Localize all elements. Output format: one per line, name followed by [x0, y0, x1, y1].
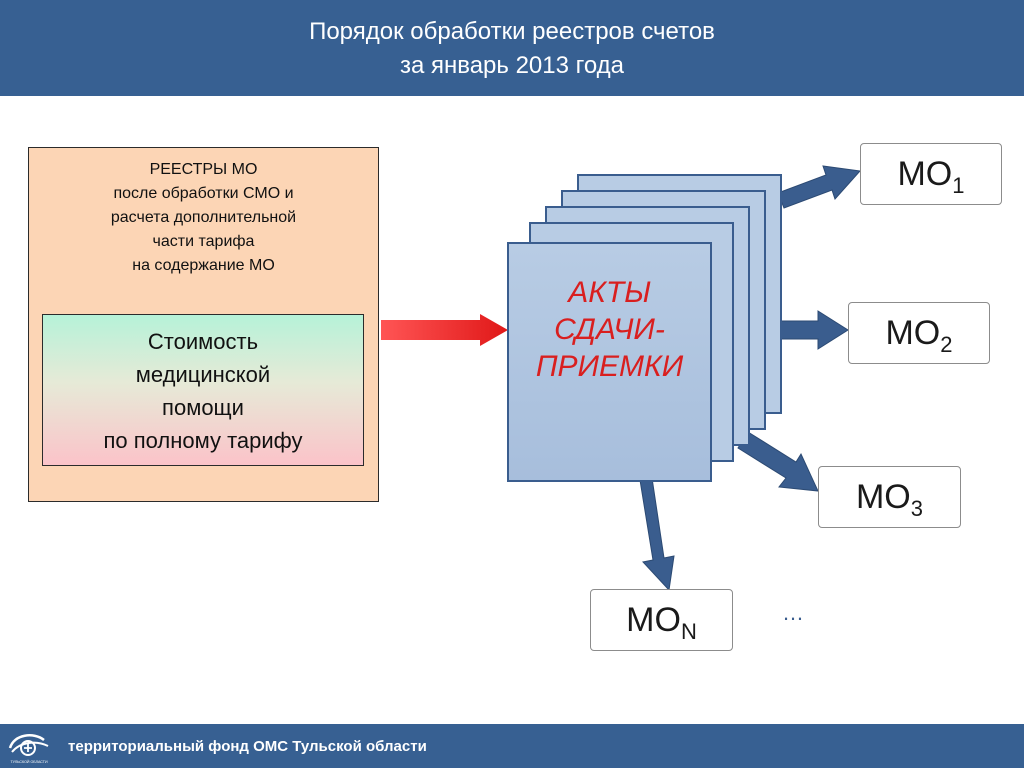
page-title-line1: Порядок обработки реестров счетов — [309, 18, 715, 45]
cost-line: Стоимость — [147, 329, 259, 354]
registry-line: на содержание МО — [132, 257, 275, 274]
arrow-to-mon — [639, 477, 675, 592]
footer-bar: ТУЛЬСКОЙ ОБЛАСТИ территориальный фонд ОМ… — [0, 724, 1024, 768]
mo-box-1: МО1 — [860, 143, 1002, 205]
arrow-to-mo3 — [737, 431, 819, 492]
red-arrow — [381, 314, 508, 346]
cost-panel: Стоимость медицинской помощи по полному … — [42, 314, 364, 466]
registry-line: части тарифа — [152, 233, 255, 250]
registry-line: РЕЕСТРЫ МО — [149, 161, 258, 178]
header-bar: Порядок обработки реестров счетов за янв… — [0, 0, 1024, 96]
logo-caption: ТУЛЬСКОЙ ОБЛАСТИ — [10, 760, 48, 764]
mo-box-3: МО3 — [818, 466, 961, 528]
mo-box-2: МО2 — [848, 302, 990, 364]
registry-line: после обработки СМО и — [113, 185, 294, 202]
cost-line: помощи — [162, 395, 244, 420]
acts-line: СДАЧИ- — [554, 313, 665, 346]
mo-box-n: МОN — [590, 589, 733, 651]
arrow-to-mo1 — [777, 165, 862, 209]
registry-line: расчета дополнительной — [110, 209, 297, 226]
registry-title: РЕЕСТРЫ МО после обработки СМО и расчета… — [29, 158, 378, 278]
page-title-line2: за январь 2013 года — [399, 52, 625, 79]
ellipsis: … — [782, 600, 804, 625]
cost-text: Стоимость медицинской помощи по полному … — [43, 325, 363, 457]
mo-subscript: 2 — [940, 332, 953, 357]
mo-subscript: N — [680, 619, 697, 644]
acts-line: АКТЫ — [568, 276, 651, 309]
mo-label: МО — [855, 478, 911, 516]
acts-label: АКТЫ СДАЧИ- ПРИЕМКИ — [509, 274, 710, 385]
mo-subscript: 3 — [910, 496, 924, 521]
acts-document: АКТЫ СДАЧИ- ПРИЕМКИ — [507, 242, 712, 482]
mo-label: МО — [626, 601, 681, 639]
fund-logo-icon: ТУЛЬСКОЙ ОБЛАСТИ — [8, 734, 49, 764]
cost-line: по полному тарифу — [103, 428, 303, 453]
mo-label: МО — [885, 314, 941, 352]
mo-label: МО — [897, 155, 953, 193]
cost-line: медицинской — [135, 362, 271, 387]
footer-text: территориальный фонд ОМС Тульской област… — [68, 738, 427, 755]
mo-subscript: 1 — [952, 173, 965, 198]
acts-line: ПРИЕМКИ — [535, 350, 684, 383]
